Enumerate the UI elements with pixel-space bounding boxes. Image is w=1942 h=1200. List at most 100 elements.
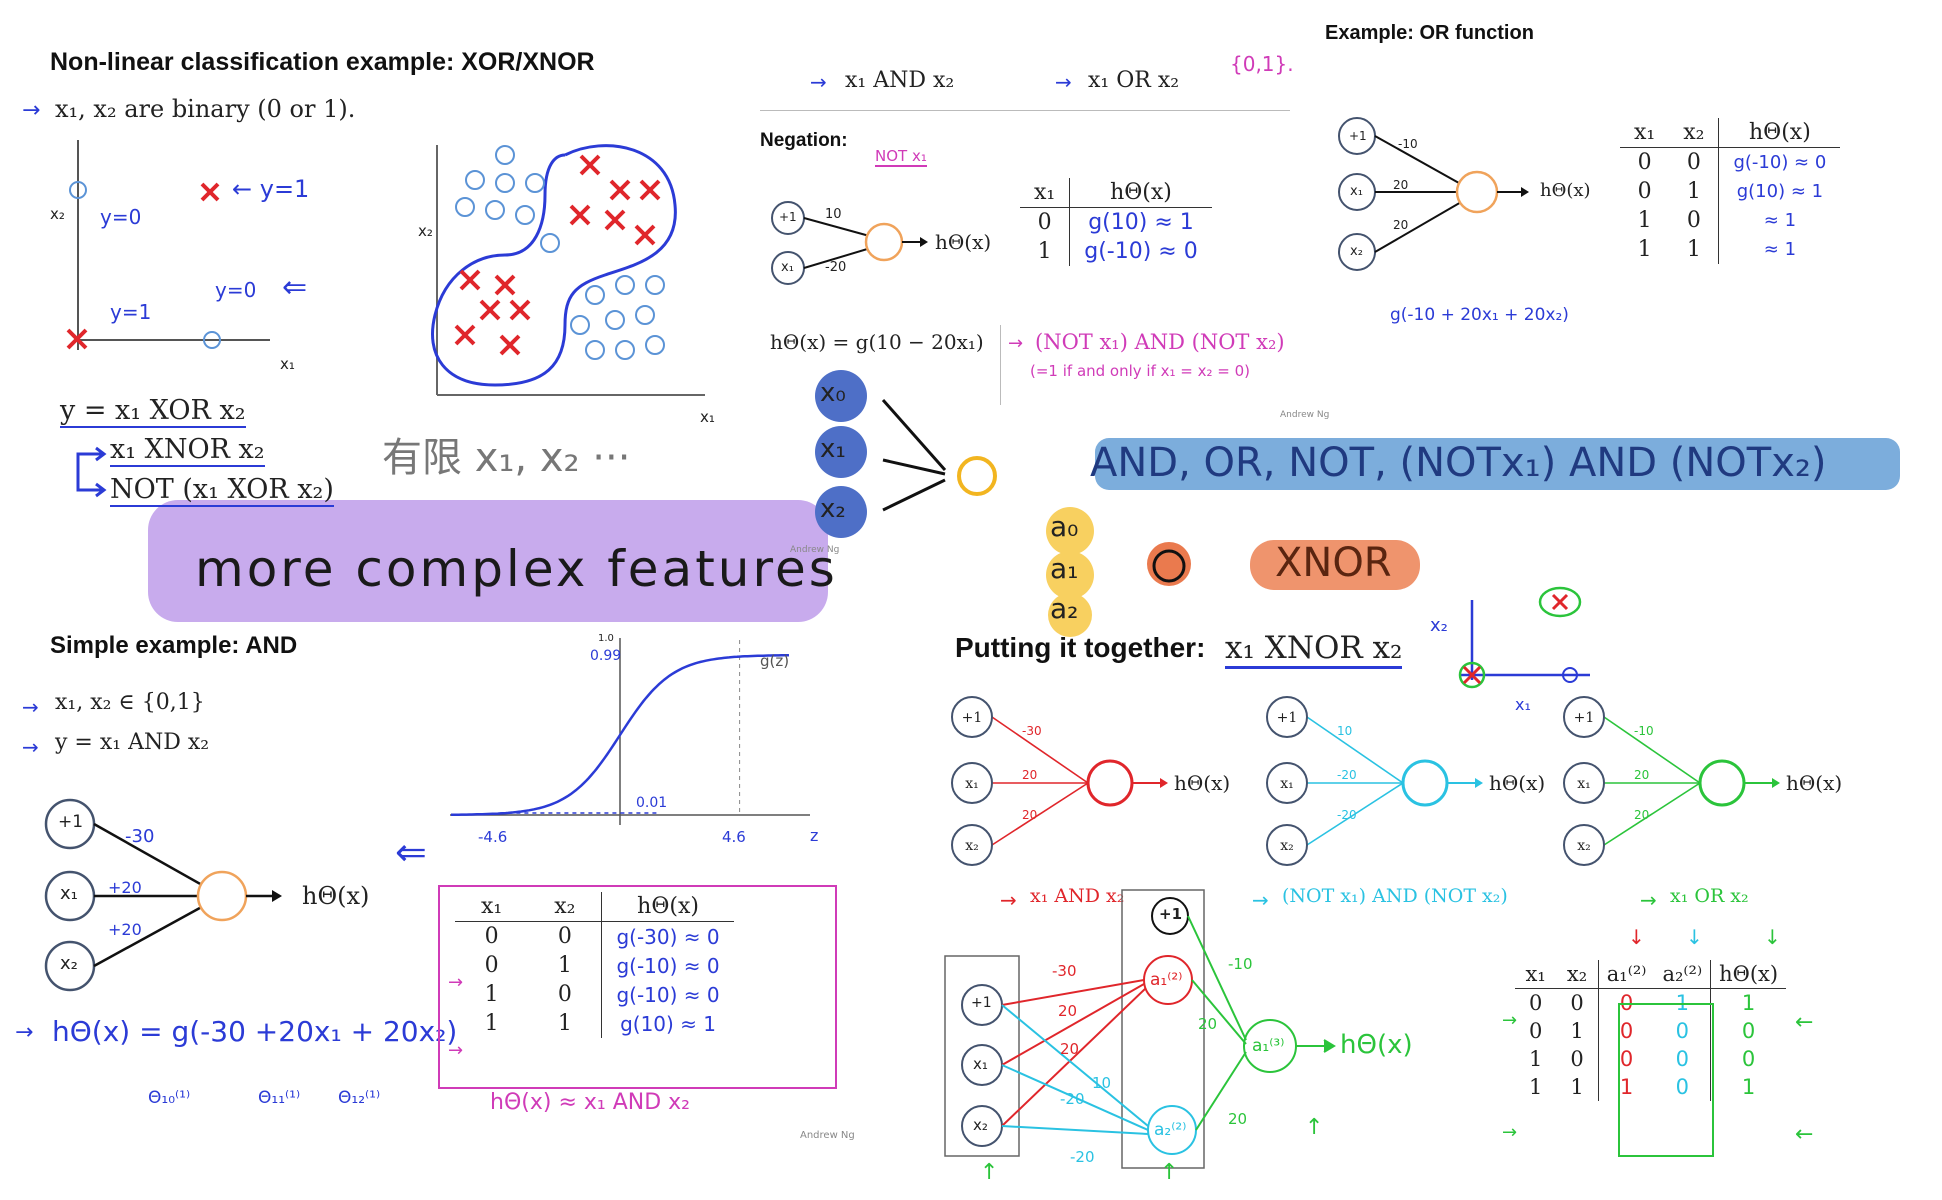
net-weight: 20 xyxy=(1634,808,1649,822)
net-input-label: x₁ xyxy=(1280,776,1294,792)
class-o-point xyxy=(585,285,605,305)
bw-cyan1: -20 xyxy=(1060,1090,1085,1108)
xnor-cell: 0 xyxy=(1619,1019,1634,1043)
xnor-row-left-1: ← xyxy=(1795,1010,1814,1035)
and-arrow-1: → xyxy=(22,695,39,719)
net-input-label: x₁ xyxy=(1577,776,1591,792)
and-bias-node: +1 xyxy=(58,812,84,832)
sigmoid-xpos: 4.6 xyxy=(722,828,746,846)
and-label: x₁ AND x₂ xyxy=(845,68,955,93)
and-w0: -30 xyxy=(125,826,155,847)
bw-green1: 20 xyxy=(1198,1015,1218,1033)
xor-eq-3: NOT (x₁ XOR x₂) xyxy=(110,474,334,507)
and-credit: Andrew Ng xyxy=(800,1130,855,1141)
or-out: hΘ(x) xyxy=(1540,180,1591,201)
class-o-point xyxy=(495,173,515,193)
class-o-point xyxy=(455,197,475,217)
xnor-cell: 1 xyxy=(1654,988,1712,1017)
a-nodes xyxy=(1046,507,1094,637)
class-x-point xyxy=(454,324,476,346)
net-and-label: x₁ AND x₂ xyxy=(1030,885,1125,907)
net-output-node xyxy=(1086,759,1134,807)
xor-title: Non-linear classification example: XOR/X… xyxy=(50,48,595,76)
and-th: hΘ(x) xyxy=(601,892,734,922)
xnor-cell: 1 xyxy=(1556,1017,1599,1045)
together-title-math: x₁ XNOR x₂ xyxy=(1225,630,1403,669)
xor-ann-y1: ← y=1 xyxy=(232,175,310,203)
theta-10: Θ₁₀⁽¹⁾ xyxy=(148,1088,191,1108)
sigmoid-y001: 0.01 xyxy=(636,795,668,811)
or-cell: 0 xyxy=(1637,150,1652,175)
decision-boundary xyxy=(431,153,567,387)
class-x-point xyxy=(569,204,591,226)
net-input-node xyxy=(1563,696,1605,738)
and-x1-node: x₁ xyxy=(60,883,78,904)
neg-x1-node: x₁ xyxy=(781,260,794,275)
class-x-point xyxy=(579,154,601,176)
xnor-cell: 1 xyxy=(1529,1047,1543,1071)
decision-boundary xyxy=(563,144,677,326)
xnor-green-box xyxy=(1618,1003,1714,1157)
xor-eq-2: x₁ XNOR x₂ xyxy=(110,434,265,467)
or-cell: 1 xyxy=(1637,237,1652,262)
xnor-cell: 0 xyxy=(1741,1047,1756,1071)
or-label: x₁ OR x₂ xyxy=(1088,68,1180,93)
xor-ann-arrow: ⇐ xyxy=(282,270,308,305)
net-input-label: x₂ xyxy=(1280,838,1294,854)
xnor-cell: 0 xyxy=(1741,1019,1756,1043)
class-o-point xyxy=(635,305,655,325)
xnor-cell: 1 xyxy=(1556,1073,1599,1101)
xor-arrow: → xyxy=(22,98,41,123)
binary-set: {0,1}. xyxy=(1230,52,1294,76)
net-input-label: x₂ xyxy=(965,838,979,854)
not-and-not: (NOT x₁) AND (NOT x₂) xyxy=(1035,330,1285,354)
class-x-point xyxy=(634,224,656,246)
and-table-box xyxy=(438,885,837,1089)
net-nor-label: (NOT x₁) AND (NOT x₂) xyxy=(1282,885,1508,907)
class-o-point xyxy=(645,335,665,355)
net-edge xyxy=(1603,716,1701,784)
or-cell: 1 xyxy=(1669,177,1720,206)
xnor-cell: 0 xyxy=(1654,1073,1712,1101)
and-th: x₁ xyxy=(455,892,529,922)
sigmoid-curve xyxy=(450,653,790,817)
and-arrow-2: → xyxy=(22,735,39,759)
and-cell: 1 xyxy=(528,951,603,980)
neg-formula: hΘ(x) = g(10 − 20x₁) xyxy=(770,330,984,354)
and-cell: g(10) ≈ 1 xyxy=(620,1011,717,1036)
xnor-col-arrow-a2: ↓ xyxy=(1686,925,1703,949)
net-input-label: x₂ xyxy=(1577,838,1591,854)
xnor-col-arrow-h: ↓ xyxy=(1764,925,1781,949)
net-input-node xyxy=(1563,824,1605,866)
class-o-point xyxy=(465,170,485,190)
xnor-row-arrow-1: → xyxy=(1502,1010,1518,1031)
xnor-cell: 0 xyxy=(1529,1019,1543,1043)
or-cell: 1 xyxy=(1637,208,1652,233)
class-o-point xyxy=(540,233,560,253)
net-output-label: hΘ(x) xyxy=(1489,771,1545,795)
and-w1: +20 xyxy=(108,878,142,897)
class-x-point xyxy=(609,179,631,201)
not-x1-note: NOT x₁ xyxy=(875,147,927,167)
big-x2-in: x₂ xyxy=(973,1116,988,1134)
xnor-cell: 1 xyxy=(1529,1075,1543,1099)
net-output-node xyxy=(1401,759,1449,807)
net-output-arrowhead xyxy=(1160,778,1168,788)
xor-small-axis-x1: x₁ xyxy=(280,355,295,373)
xnor-highlight xyxy=(1250,540,1420,590)
class-o-point xyxy=(485,200,505,220)
net-and-arrow: → xyxy=(1000,888,1017,912)
net-weight: -20 xyxy=(1337,808,1357,822)
class-o-point xyxy=(570,315,590,335)
and-cell: 0 xyxy=(528,980,603,1009)
and-cell: 0 xyxy=(484,924,499,949)
or-cell: 0 xyxy=(1669,147,1720,177)
xnor-th: x₁ xyxy=(1515,960,1557,989)
sigmoid-y099: 0.99 xyxy=(590,648,622,664)
neg-cell: g(-10) ≈ 0 xyxy=(1084,239,1198,264)
neg-w1: 10 xyxy=(825,207,842,222)
and-net xyxy=(44,798,282,992)
neg-vertical-divider xyxy=(1000,325,1001,405)
xor-small-plot xyxy=(66,140,270,350)
together-title: Putting it together: xyxy=(955,632,1206,663)
